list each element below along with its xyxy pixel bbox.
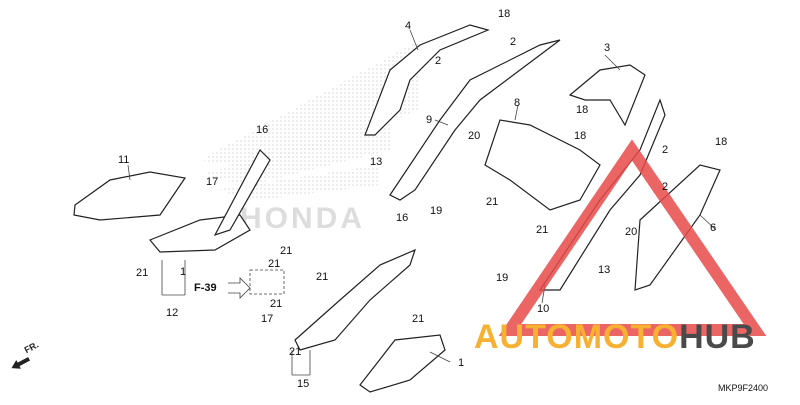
callout-19-top: 19 <box>430 205 443 217</box>
callout-21-a: 21 <box>280 245 293 257</box>
callout-20-top: 20 <box>468 130 481 142</box>
honda-logo-text: HONDA <box>240 202 365 235</box>
callout-4: 4 <box>405 20 412 32</box>
reference-f-39: F-39 <box>194 282 217 294</box>
part-3-shape <box>568 64 646 127</box>
callout-19-bottom: 19 <box>496 272 509 284</box>
callout-18-top: 18 <box>498 8 511 20</box>
diagram-code: MKP9F2400 <box>718 383 769 393</box>
part-4-shape <box>364 24 490 136</box>
callout-21-d: 21 <box>316 271 329 283</box>
part-11-shape <box>73 171 187 221</box>
part-6-shape <box>634 164 721 291</box>
part-9-shape <box>389 39 561 201</box>
part-8-shape <box>484 119 601 211</box>
automotohub-triangle <box>498 139 767 336</box>
part-16-bracket <box>213 149 271 237</box>
callout-18-right: 18 <box>715 136 728 148</box>
callout-16-mid: 16 <box>396 212 409 224</box>
callout-2-lower: 2 <box>662 181 669 193</box>
callout-8: 8 <box>514 97 521 109</box>
callout-6: 6 <box>710 222 717 234</box>
callout-9: 9 <box>426 114 433 126</box>
callout-18-b: 18 <box>574 130 587 142</box>
callout-1-bottom: 21 <box>289 346 302 358</box>
part-15-shape <box>294 248 416 351</box>
part-14-shape <box>359 334 446 393</box>
callout-14: 1 <box>458 357 465 369</box>
watermark-prefix: AUTOMOTO <box>474 318 680 356</box>
honda-wing-logo: HONDA <box>200 40 420 235</box>
callout-17-left: 17 <box>206 176 219 188</box>
callout-21-mid: 21 <box>486 196 499 208</box>
callout-17-bottom: 21 <box>412 313 425 325</box>
callout-2-right: 2 <box>662 144 669 156</box>
callout-3: 3 <box>604 42 611 54</box>
callout-21-c: 21 <box>268 258 281 270</box>
callout-16-top: 16 <box>256 124 269 136</box>
callout-20-right: 20 <box>625 226 638 238</box>
callout-21-b: 21 <box>136 267 149 279</box>
front-direction-arrow: FR. <box>8 340 40 377</box>
callout-13-left: 13 <box>370 156 383 168</box>
callout-15: 15 <box>297 378 310 390</box>
arrow-left-icon <box>11 356 31 369</box>
callout-13-right: 13 <box>598 264 611 276</box>
callout-12: 12 <box>166 307 179 319</box>
callout-21-e: 21 <box>270 298 283 310</box>
callout-18-mid: 18 <box>576 104 589 116</box>
callout-21-f: 17 <box>261 313 274 325</box>
callout-2-top: 2 <box>510 36 517 48</box>
callout-11: 11 <box>118 154 130 166</box>
automotohub-watermark: AUTOMOTOHUB <box>474 318 756 357</box>
leader-lines <box>127 29 717 376</box>
callout-10: 10 <box>537 303 550 315</box>
callout-21-right: 21 <box>536 224 549 236</box>
callout-2-upper: 2 <box>435 55 442 67</box>
watermark-suffix: HUB <box>679 318 756 356</box>
callout-1-left: 1 <box>180 266 187 278</box>
